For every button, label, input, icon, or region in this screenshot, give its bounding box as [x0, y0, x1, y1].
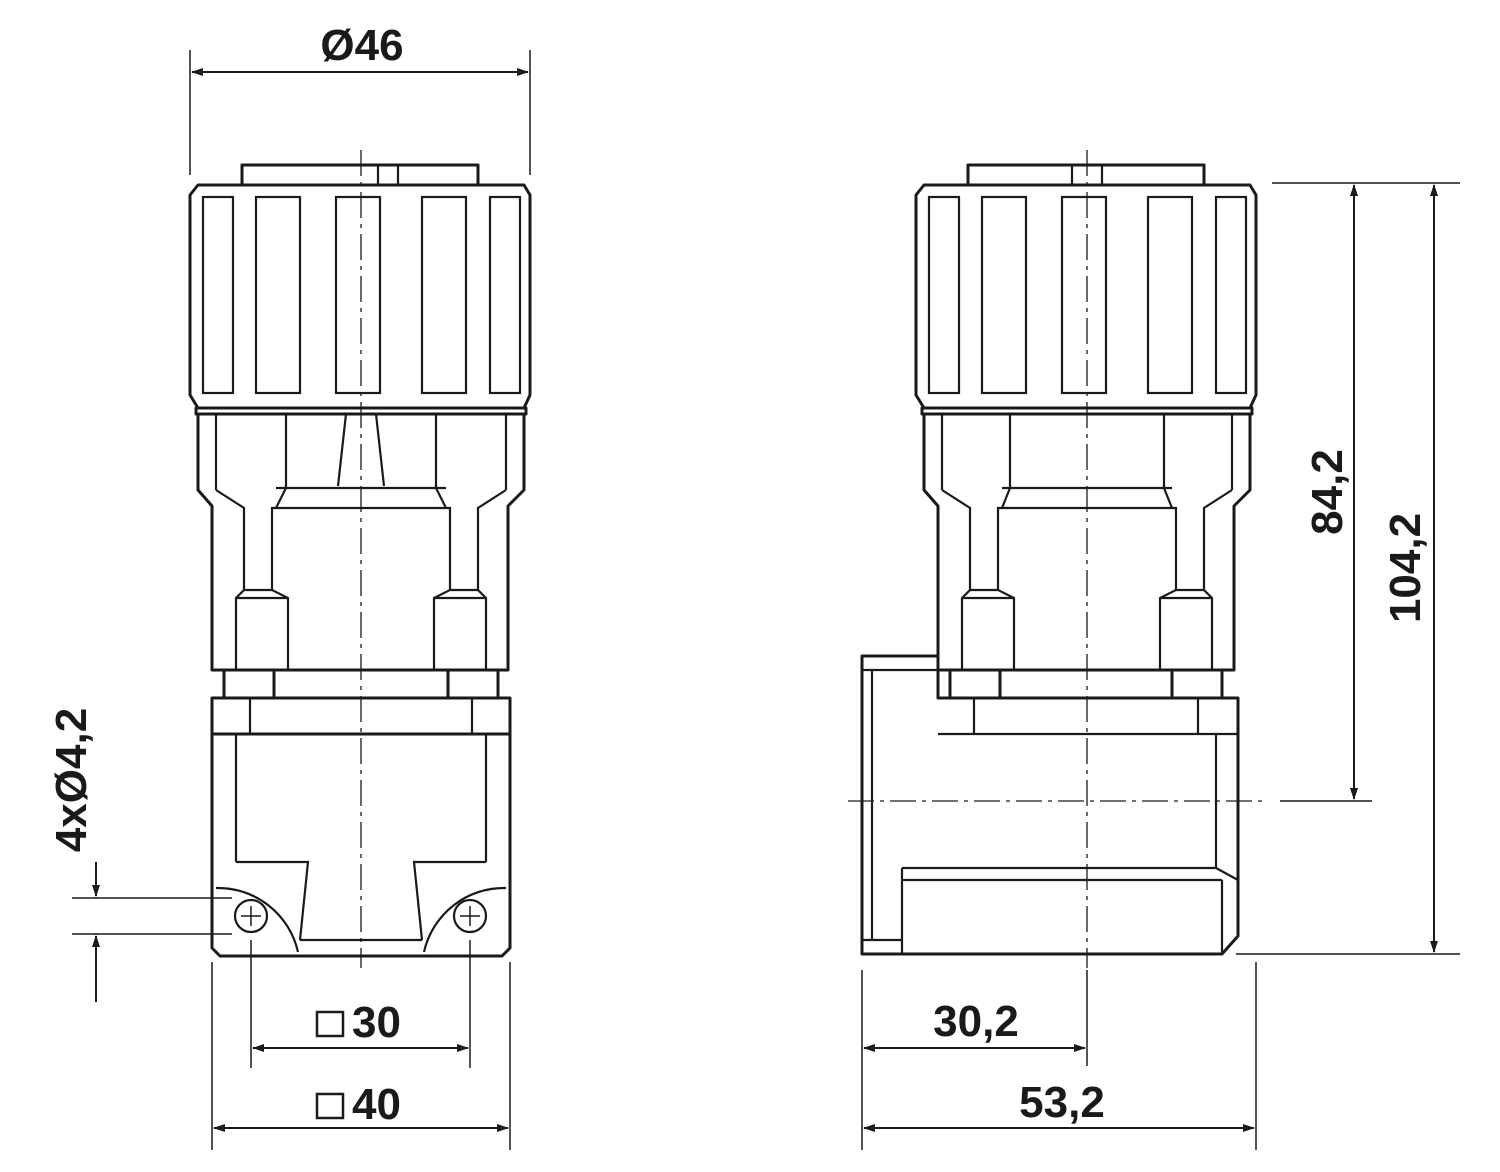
front-view — [188, 150, 532, 968]
dim-diameter-46: Ø46 — [320, 21, 403, 70]
dim-depth-30: 30,2 — [933, 997, 1019, 1046]
front-dimensions: Ø46 4xØ4,2 30 40 — [47, 21, 531, 1150]
dim-height-104: 104,2 — [1381, 513, 1430, 623]
dim-height-84: 84,2 — [1303, 449, 1352, 535]
dim-square-30: 30 — [352, 998, 401, 1047]
side-view — [848, 150, 1262, 968]
dim-hole-spec: 4xØ4,2 — [47, 708, 96, 852]
dim-depth-53: 53,2 — [1019, 1078, 1105, 1127]
side-dimensions: 84,2 104,2 30,2 53,2 — [861, 182, 1460, 1150]
mounting-hole-left — [233, 898, 269, 934]
dim-square-40: 40 — [352, 1080, 401, 1129]
square-symbol-icon — [315, 1010, 345, 1038]
mounting-hole-right — [452, 898, 488, 934]
square-symbol-icon — [315, 1092, 345, 1120]
